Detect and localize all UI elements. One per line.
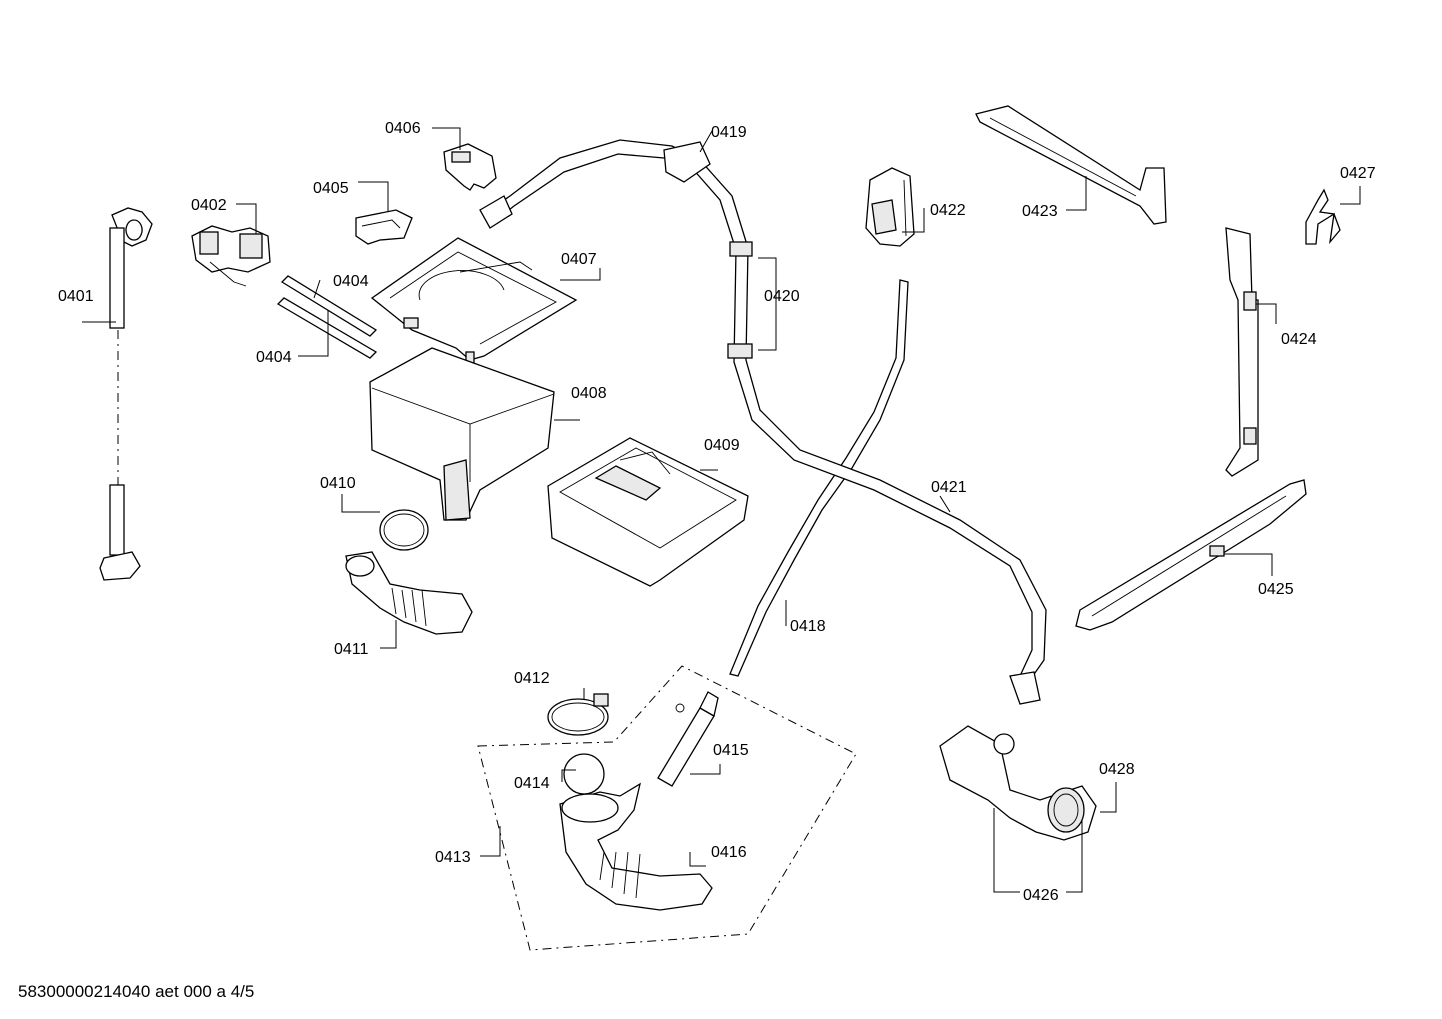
part-0402-inlet-valve <box>191 225 271 287</box>
part-0411-bellows-hose <box>345 551 473 635</box>
label-0428: 0428 <box>1099 761 1135 778</box>
label-0419: 0419 <box>711 124 747 141</box>
label-0412: 0412 <box>514 670 550 687</box>
label-0415: 0415 <box>713 742 749 759</box>
part-0412-clamp <box>547 693 609 736</box>
label-0421: 0421 <box>931 479 967 496</box>
leader-lines <box>82 127 1361 893</box>
callout-labels: 0401 0402 0404 0404 0405 0406 0407 0408 … <box>58 120 1376 904</box>
label-0427: 0427 <box>1340 165 1376 182</box>
part-0409-detergent-drawer <box>547 437 749 587</box>
label-0413: 0413 <box>435 849 471 866</box>
drawing-reference-footer: 58300000214040 aet 000 a 4/5 <box>18 982 255 1001</box>
part-0423-rail <box>975 105 1167 225</box>
label-0420: 0420 <box>764 288 800 305</box>
part-0415-pipe <box>657 691 719 787</box>
label-0425: 0425 <box>1258 581 1294 598</box>
label-0406: 0406 <box>385 120 421 137</box>
label-0407: 0407 <box>561 251 597 268</box>
label-0411: 0411 <box>334 641 369 658</box>
part-0410-ring <box>379 509 429 551</box>
label-0404-lower: 0404 <box>256 349 292 366</box>
part-0414-ball <box>563 753 605 795</box>
label-0426: 0426 <box>1023 887 1059 904</box>
part-0416-sump-hose <box>559 782 713 911</box>
part-0401-inlet-hose <box>99 207 153 581</box>
part-0425-bottom-rail <box>1075 479 1307 631</box>
part-0426-drain-pump <box>939 725 1097 841</box>
label-0416: 0416 <box>711 844 747 861</box>
label-0423: 0423 <box>1022 203 1058 220</box>
part-0407-dispenser-lid <box>370 237 578 367</box>
label-0401: 0401 <box>58 288 94 305</box>
label-0422: 0422 <box>930 202 966 219</box>
part-0427-hook <box>1305 188 1341 245</box>
label-0410: 0410 <box>320 475 356 492</box>
part-0422-connector <box>865 167 915 247</box>
label-0414: 0414 <box>514 775 550 792</box>
label-0408: 0408 <box>571 385 607 402</box>
part-0424-vertical-rail <box>1225 227 1259 477</box>
part-0406-clip <box>443 143 497 191</box>
label-0424: 0424 <box>1281 331 1317 348</box>
label-0404-upper: 0404 <box>333 273 369 290</box>
label-0409: 0409 <box>704 437 740 454</box>
part-0413-group-outline <box>477 665 857 951</box>
label-0402: 0402 <box>191 197 227 214</box>
part-0418-long-hose <box>729 279 909 677</box>
part-0408-dispenser-housing <box>369 347 555 521</box>
part-0419-0421-hose <box>479 139 1047 705</box>
label-0418: 0418 <box>790 618 826 635</box>
part-0405-bracket <box>355 209 413 245</box>
part-0404-rods <box>276 275 378 359</box>
label-0405: 0405 <box>313 180 349 197</box>
